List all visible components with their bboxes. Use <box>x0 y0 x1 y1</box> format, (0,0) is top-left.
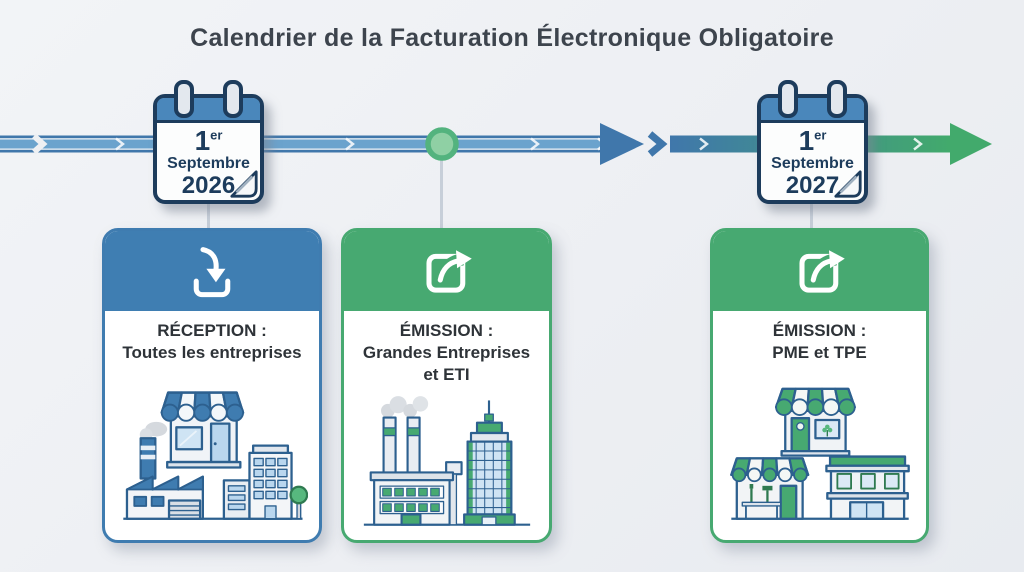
card-reception: RÉCEPTION : Toutes les entreprises <box>102 228 322 543</box>
calendar-day: 1er <box>194 125 223 156</box>
shop-factory-office-icon <box>123 391 308 520</box>
card-title: RÉCEPTION : Toutes les entreprises <box>122 321 302 363</box>
timeline-arrow <box>0 123 992 165</box>
factory-skyscraper-icon <box>363 396 530 526</box>
milestone-dot-icon <box>425 127 459 161</box>
card-title: ÉMISSION : PME et TPE <box>772 321 867 363</box>
calendar-month: Septembre <box>167 155 250 172</box>
calendar-ring-icon <box>174 80 194 118</box>
small-shops-icon <box>729 387 910 520</box>
page-title: Calendrier de la Facturation Électroniqu… <box>190 24 834 52</box>
page-fold-icon <box>834 170 862 198</box>
all-companies-illustration <box>105 364 319 540</box>
calendar-day: 1er <box>798 125 827 156</box>
calendar-year: 2026 <box>181 172 236 200</box>
card-header <box>713 231 926 311</box>
calendar-year: 2027 <box>785 172 840 200</box>
card-title: ÉMISSION : Grandes Entreprises et ETI <box>362 321 531 385</box>
connector-calendar2027-card3 <box>810 198 813 234</box>
calendar-ring-icon <box>827 80 847 118</box>
large-enterprises-illustration <box>344 386 549 540</box>
calendar-2026: 1er Septembre 2026 <box>153 80 264 204</box>
calendar-header <box>761 98 864 123</box>
small-businesses-illustration <box>713 364 926 540</box>
connector-node-card2 <box>440 160 443 234</box>
card-emission-grandes-entreprises: ÉMISSION : Grandes Entreprises et ETI <box>341 228 552 543</box>
send-icon <box>798 250 845 293</box>
download-icon <box>193 247 231 298</box>
calendar-month: Septembre <box>771 155 854 172</box>
connector-calendar2026-card1 <box>207 198 210 234</box>
card-header <box>105 231 319 311</box>
calendar-header <box>157 98 260 123</box>
calendar-ring-icon <box>223 80 243 118</box>
card-emission-pme-tpe: ÉMISSION : PME et TPE <box>710 228 929 543</box>
calendar-2027: 1er Septembre 2027 <box>757 80 868 204</box>
card-header <box>344 231 549 311</box>
page-fold-icon <box>230 170 258 198</box>
send-icon <box>425 250 472 293</box>
calendar-ring-icon <box>778 80 798 118</box>
